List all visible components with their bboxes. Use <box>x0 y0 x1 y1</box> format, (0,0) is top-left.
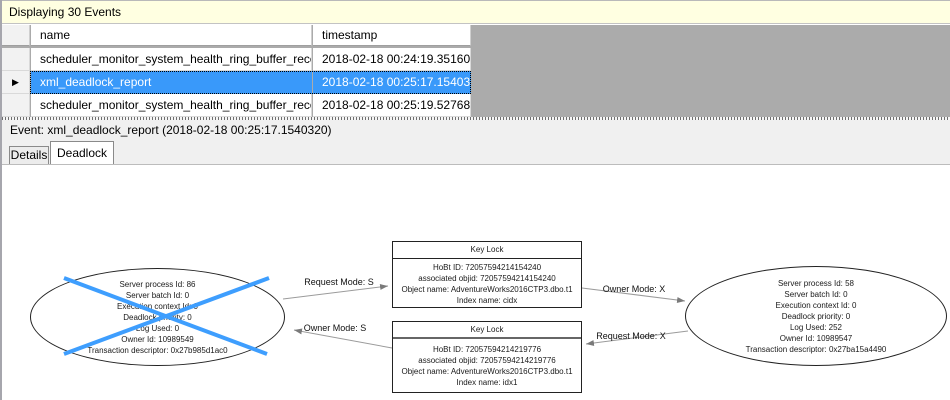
process-line: Deadlock priority: 0 <box>123 312 192 322</box>
process-line: Server process Id: 86 <box>119 279 196 289</box>
keylock-line: associated objid: 72057594214154240 <box>418 273 556 283</box>
tab-deadlock[interactable]: Deadlock <box>50 141 114 164</box>
row-gutter: ▶ <box>2 71 30 94</box>
cell-timestamp[interactable]: 2018-02-18 00:24:19.3516078 <box>313 48 471 71</box>
keylock-node-top[interactable]: Key Lock HoBt ID: 72057594214154240 asso… <box>392 241 582 308</box>
keylock-line: HoBt ID: 72057594214219776 <box>432 345 542 354</box>
selected-event-label: Event: xml_deadlock_report (2018-02-18 0… <box>10 123 332 137</box>
tab-details[interactable]: Details <box>9 146 49 164</box>
process-line: Owner Id: 10989549 <box>121 334 194 344</box>
keylock-node-bottom[interactable]: Key Lock HoBt ID: 72057594214219776 asso… <box>392 321 582 393</box>
cell-name[interactable]: xml_deadlock_report <box>31 71 312 94</box>
keylock-line: Index name: cidx <box>456 295 518 305</box>
process-node-victim[interactable]: Server process Id: 86 Server batch Id: 0… <box>30 268 285 366</box>
process-line: Transaction descriptor: 0x27ba15a4490 <box>745 344 887 354</box>
process-line: Execution context Id: 0 <box>775 300 857 310</box>
process-node[interactable]: Server process Id: 58 Server batch Id: 0… <box>685 266 947 366</box>
row-gutter <box>2 48 30 71</box>
process-line: Owner Id: 10989547 <box>779 333 853 343</box>
keylock-title: Key Lock <box>393 242 581 259</box>
process-line: Server process Id: 58 <box>777 278 855 288</box>
process-line: Transaction descriptor: 0x27b985d1ac0 <box>87 345 228 355</box>
grid-corner-cell <box>2 25 30 46</box>
row-gutter <box>2 94 30 117</box>
edge-label-owner-x: Owner Mode: X <box>602 284 666 294</box>
column-header-name[interactable]: name <box>31 25 312 46</box>
keylock-line: associated objid: 72057594214219776 <box>418 356 556 365</box>
column-header-timestamp[interactable]: timestamp <box>313 25 471 46</box>
edge-label-request-s: Request Mode: S <box>304 277 374 287</box>
events-grid: name timestamp scheduler_monitor_system_… <box>2 25 950 117</box>
process-line: Execution context Id: 0 <box>117 301 198 311</box>
keylock-line: Object name: AdventureWorks2016CTP3.dbo.… <box>401 367 573 376</box>
deadlock-graph-panel: Server process Id: 86 Server batch Id: 0… <box>2 164 950 400</box>
process-line: Log Used: 0 <box>135 323 180 333</box>
keylock-line: Index name: idx1 <box>456 378 518 387</box>
cell-timestamp[interactable]: 2018-02-18 00:25:17.1540320 <box>313 71 471 94</box>
process-line: Log Used: 252 <box>789 322 843 332</box>
edge-label-request-x: Request Mode: X <box>596 331 666 341</box>
keylock-line: HoBt ID: 72057594214154240 <box>432 262 542 272</box>
keylock-line: Object name: AdventureWorks2016CTP3.dbo.… <box>401 284 573 294</box>
process-line: Deadlock priority: 0 <box>781 311 851 321</box>
keylock-title: Key Lock <box>393 322 581 339</box>
event-detail-header: Event: xml_deadlock_report (2018-02-18 0… <box>2 120 950 164</box>
cell-name[interactable]: scheduler_monitor_system_health_ring_buf… <box>31 94 312 117</box>
process-line: Server batch Id: 0 <box>125 290 190 300</box>
pane-splitter[interactable] <box>2 117 950 120</box>
edge-request-s <box>282 284 389 300</box>
edge-label-owner-s: Owner Mode: S <box>303 323 367 333</box>
cell-timestamp[interactable]: 2018-02-18 00:25:19.5276859 <box>313 94 471 117</box>
process-line: Server batch Id: 0 <box>784 289 848 299</box>
current-row-marker-icon: ▶ <box>12 77 19 87</box>
events-count-bar: Displaying 30 Events <box>2 0 950 24</box>
cell-name[interactable]: scheduler_monitor_system_health_ring_buf… <box>31 48 312 71</box>
